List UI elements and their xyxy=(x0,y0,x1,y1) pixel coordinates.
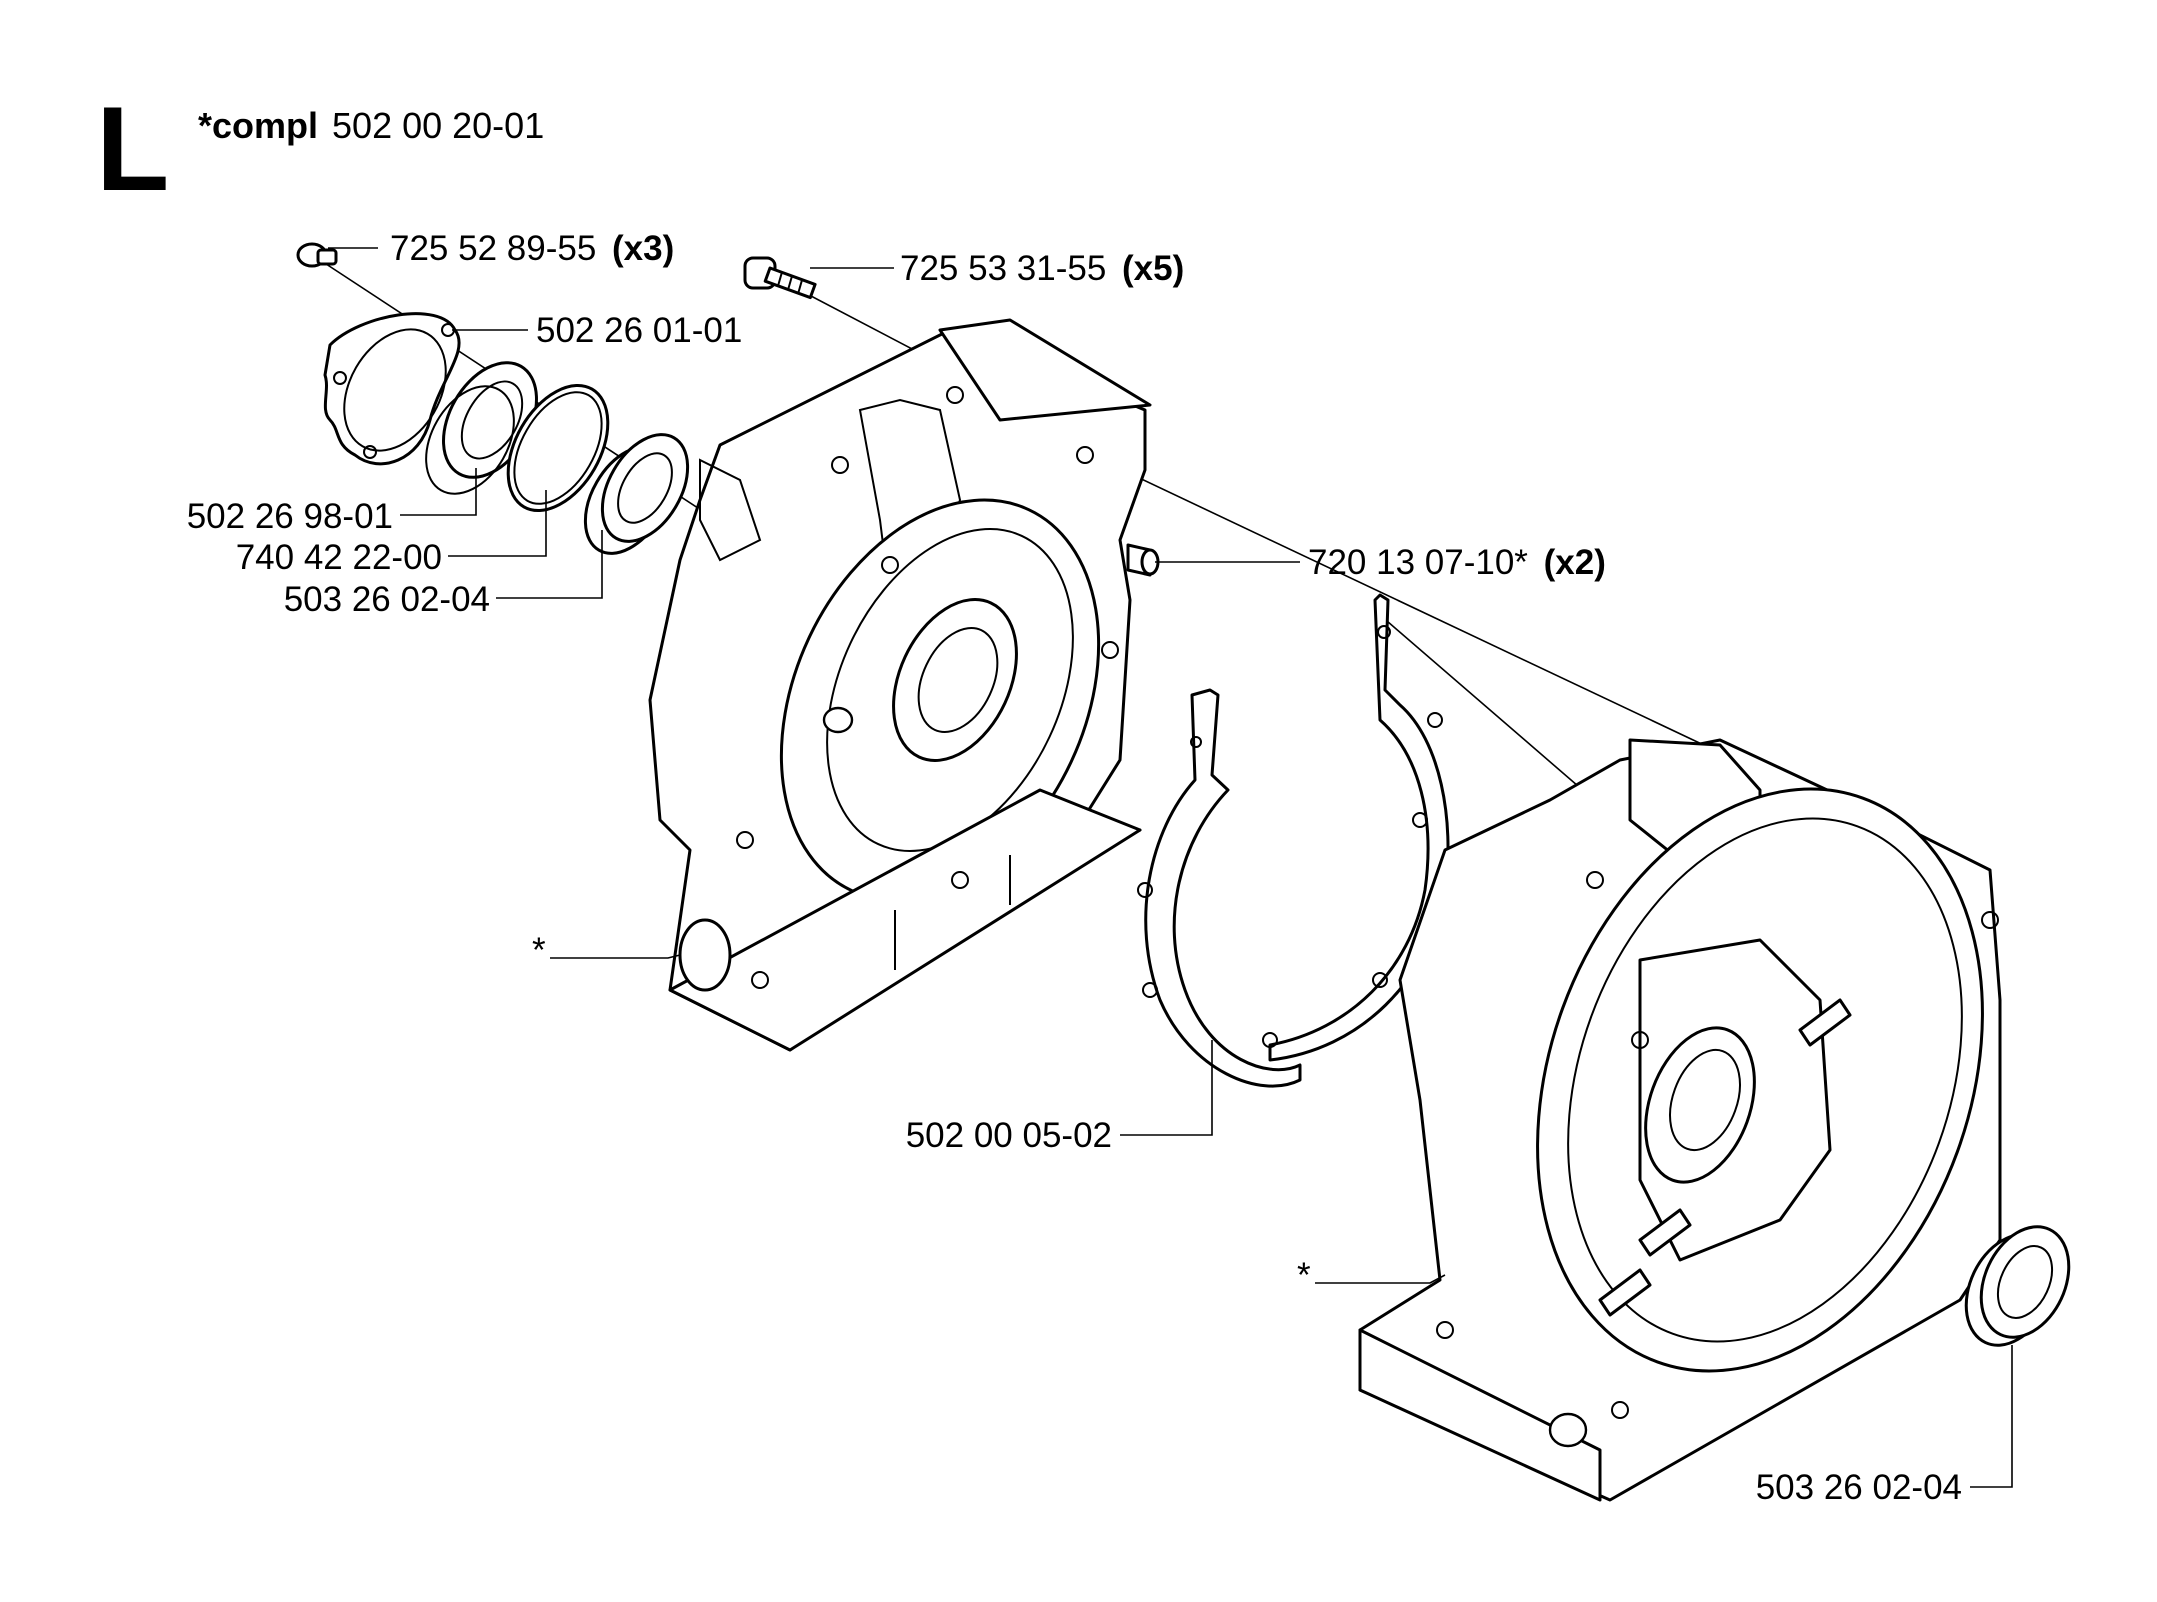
callout-screw-small: 725 52 89-55 (x3) xyxy=(390,229,674,268)
callout-seal-ring-left: 503 26 02-04 xyxy=(284,580,490,619)
callout-o-ring: 740 42 22-00 xyxy=(236,538,442,577)
o-ring-part xyxy=(506,383,610,513)
callout-screw-long: 725 53 31-55 (x5) xyxy=(900,249,1184,288)
crankcase-right-part xyxy=(1358,738,2002,1502)
callout-bearing-sleeve: 502 26 98-01 xyxy=(187,497,393,536)
callout-crankcase-left: * xyxy=(532,931,546,970)
seal-ring-right-part xyxy=(1964,1225,2071,1347)
assembly-axis-mid xyxy=(1079,449,1821,801)
screw-small-part xyxy=(296,242,338,268)
callout-gasket: 502 00 05-02 xyxy=(906,1116,1112,1155)
assembly-complete-label: *compl 502 00 20-01 xyxy=(198,105,544,146)
section-letter: L xyxy=(96,82,169,216)
cover-plate-part xyxy=(323,312,461,466)
callout-seal-ring-right: 503 26 02-04 xyxy=(1756,1468,1962,1507)
leader-lines xyxy=(328,247,2013,1488)
screw-long-part xyxy=(743,256,817,300)
callout-guide-pin: 720 13 07-10* (x2) xyxy=(1308,543,1606,582)
seal-ring-left-part xyxy=(583,433,690,555)
crankcase-left-part xyxy=(648,318,1152,1052)
gasket-right-arc-part xyxy=(1262,593,1450,1062)
callout-crankcase-right: * xyxy=(1297,1256,1311,1295)
gasket-left-arc-part xyxy=(1137,688,1302,1088)
guide-pin-part xyxy=(1126,543,1160,577)
callout-cover-plate: 502 26 01-01 xyxy=(536,311,742,350)
